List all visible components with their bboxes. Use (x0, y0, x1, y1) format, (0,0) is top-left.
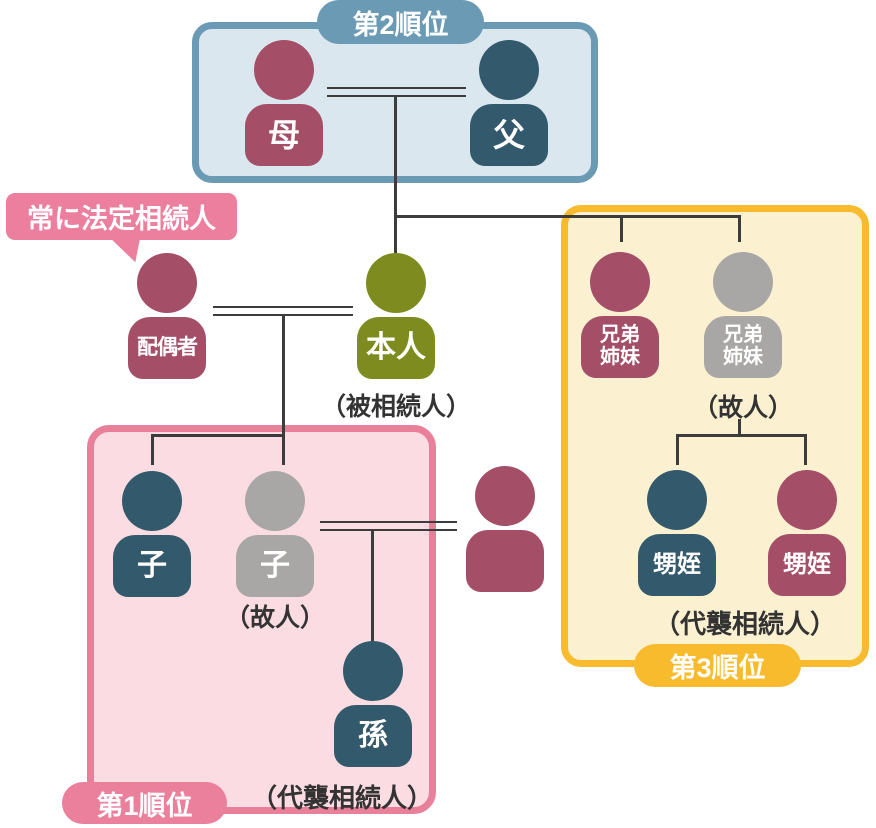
person-icon (479, 40, 539, 100)
self-note: （被相続人） (320, 393, 471, 421)
person-nephew2: 甥姪 (762, 470, 852, 596)
person-sibling-living: 兄弟姉妹 (575, 252, 665, 378)
connector-self-to-children (282, 315, 285, 465)
connector-drop-sibling2 (738, 215, 741, 242)
person-icon (590, 252, 650, 312)
person-mother: 母 (239, 40, 329, 166)
always-heir-callout: 常に法定相続人 (6, 193, 237, 240)
person-icon (122, 471, 182, 531)
person-icon (475, 466, 535, 526)
callout-tail (110, 235, 144, 265)
rank1-badge: 第1順位 (62, 782, 227, 824)
person-spouse: 配偶者 (122, 253, 212, 379)
connector-drop-nephew2 (804, 434, 807, 465)
person-father: 父 (464, 40, 554, 166)
person-label: 本人 (366, 330, 426, 364)
person-child-spouse (460, 466, 550, 592)
nephew-heir-note: （代襲相続人） (653, 609, 836, 639)
connector-parents-to-siblings (394, 215, 741, 218)
person-icon (647, 470, 707, 530)
person-icon (366, 253, 426, 313)
grandchild-heir-note: （代襲相続人） (250, 783, 433, 813)
person-label: 兄弟姉妹 (600, 324, 640, 368)
person-label: 孫 (358, 718, 388, 752)
person-label: 子 (137, 548, 167, 582)
person-label: 甥姪 (653, 551, 701, 579)
connector-nephews-branch (676, 434, 807, 437)
rank2-badge: 第2順位 (317, 0, 484, 44)
person-label: 甥姪 (783, 551, 831, 579)
person-icon (254, 40, 314, 100)
connector-sibling2-down (738, 419, 741, 437)
person-child-living: 子 (107, 471, 197, 597)
child-deceased-note: （故人） (224, 604, 325, 632)
connector-parents-to-self (394, 96, 397, 253)
person-label: 父 (492, 116, 525, 153)
connector-drop-sibling1 (620, 215, 623, 242)
rank3-badge: 第3順位 (634, 644, 801, 687)
connector-drop-nephew1 (676, 434, 679, 465)
sibling-deceased-note: （故人） (692, 394, 793, 422)
person-body (466, 530, 544, 592)
person-icon (713, 252, 773, 312)
person-label: 配偶者 (137, 335, 198, 359)
person-grandchild: 孫 (328, 641, 418, 767)
marriage-line-child2 (320, 521, 457, 531)
person-label: 子 (260, 548, 290, 582)
person-icon (343, 641, 403, 701)
person-label: 兄弟姉妹 (723, 324, 763, 368)
person-icon (777, 470, 837, 530)
person-self: 本人 (351, 253, 441, 379)
person-icon (137, 253, 197, 313)
connector-children-branch (151, 434, 285, 437)
connector-to-grandchild (371, 530, 374, 643)
person-child-deceased: 子 (230, 471, 320, 597)
person-label: 母 (267, 116, 300, 153)
person-icon (245, 471, 305, 531)
connector-drop-child1 (151, 434, 154, 465)
person-nephew1: 甥姪 (632, 470, 722, 596)
person-sibling-deceased: 兄弟姉妹 (698, 252, 788, 378)
